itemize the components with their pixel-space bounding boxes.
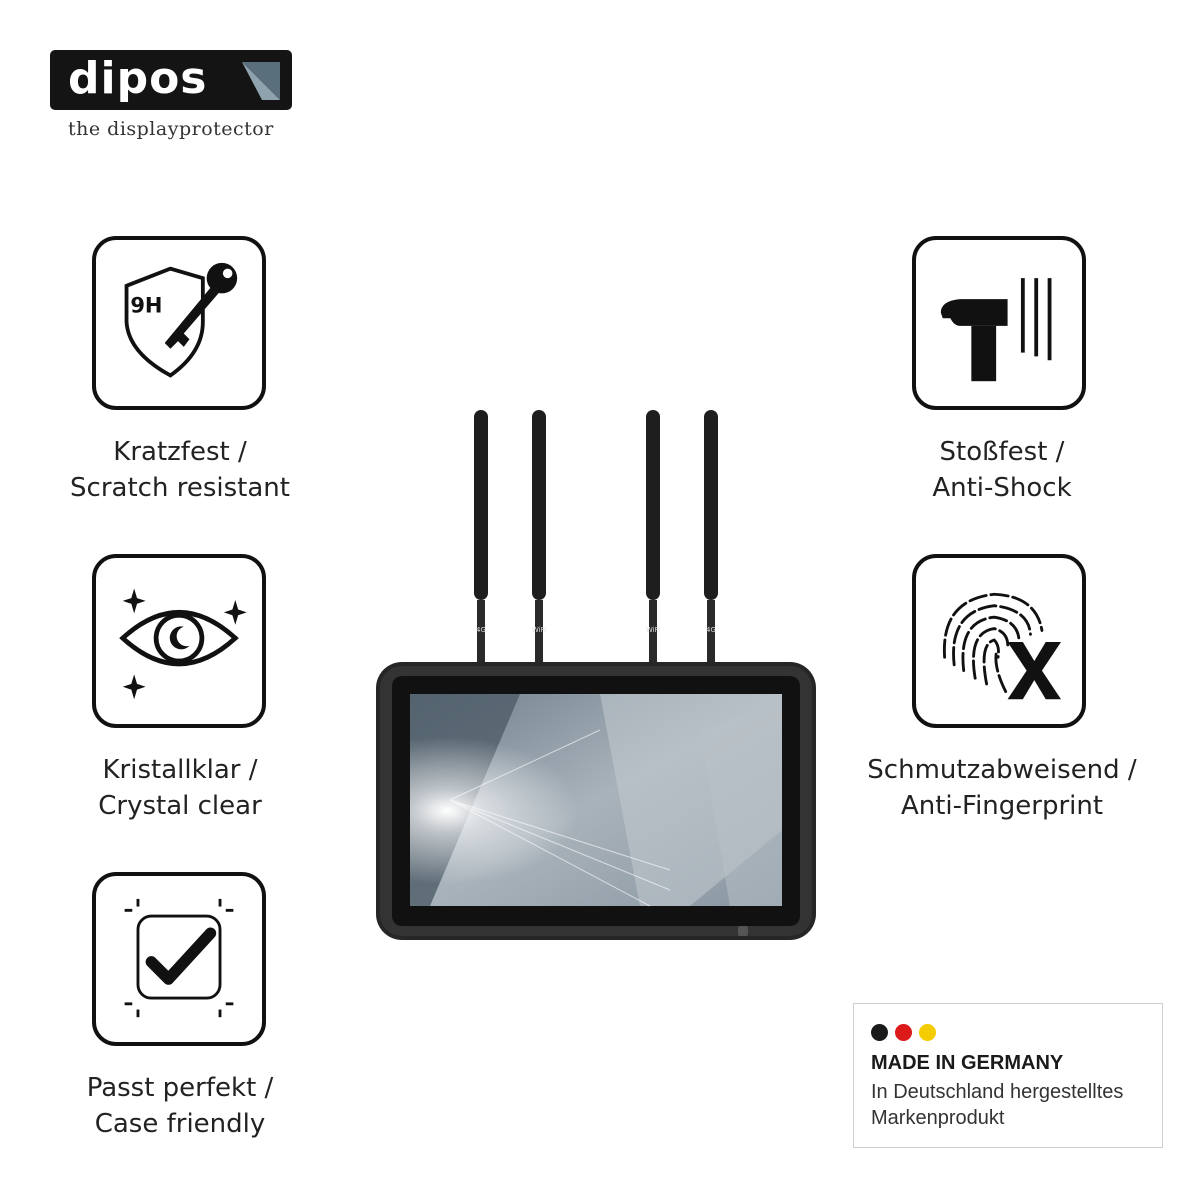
svg-text:4G: 4G (706, 626, 716, 634)
flag-dot-red (895, 1024, 912, 1041)
case-friendly-icon-box (92, 872, 266, 1046)
case-friendly-caption: Passt perfekt / Case friendly (20, 1070, 340, 1142)
antenna-4: 4G (704, 410, 718, 666)
logo-corner-icon (242, 62, 280, 100)
fingerprint-x-icon (942, 592, 1062, 700)
caption-line-1: Kratzfest / (113, 437, 247, 467)
scratch-resistant-caption: Kratzfest / Scratch resistant (20, 434, 340, 506)
anti-shock-caption: Stoßfest / Anti-Shock (842, 434, 1162, 506)
anti-fingerprint-icon-box (912, 554, 1086, 728)
crystal-clear-icon-box (92, 554, 266, 728)
caption-line-2: Scratch resistant (70, 473, 290, 503)
made-in-germany-line-1: In Deutschland hergestelltes (871, 1081, 1124, 1103)
scratch-resistant-icon-box: 9H (92, 236, 266, 410)
logo-name: dipos (68, 53, 208, 104)
made-in-germany-badge: MADE IN GERMANY In Deutschland hergestel… (853, 1003, 1163, 1148)
caption-line-2: Anti-Fingerprint (900, 791, 1104, 821)
logo-tagline: the displayprotector (68, 118, 274, 140)
made-in-germany-line-2: Markenprodukt (871, 1107, 1005, 1129)
shield-key-9h-icon: 9H (124, 262, 238, 378)
flag-dot-gold (919, 1024, 936, 1041)
anti-fingerprint-caption: Schmutzabweisend / Anti-Fingerprint (842, 752, 1162, 824)
made-in-germany-title: MADE IN GERMANY (871, 1052, 1064, 1074)
eye-sparkle-icon (119, 588, 247, 700)
caption-line-1: Passt perfekt / (86, 1073, 274, 1103)
flag-dot-black (871, 1024, 888, 1041)
anti-shock-icon-box (912, 236, 1086, 410)
tablet-device-image: 4G WiFi WiFi 4G (376, 410, 816, 940)
caption-line-1: Stoßfest / (939, 437, 1065, 467)
svg-text:WiFi: WiFi (532, 626, 546, 634)
antenna-1: 4G (474, 410, 488, 666)
antenna-3: WiFi (646, 410, 660, 666)
svg-text:4G: 4G (476, 626, 486, 634)
caption-line-2: Anti-Shock (932, 473, 1072, 503)
crystal-clear-caption: Kristallklar / Crystal clear (20, 752, 340, 824)
svg-text:WiFi: WiFi (646, 626, 660, 634)
antenna-2: WiFi (532, 410, 546, 666)
brand-logo (50, 50, 292, 110)
caption-line-1: Kristallklar / (102, 755, 258, 785)
caption-line-2: Crystal clear (98, 791, 262, 821)
caption-line-2: Case friendly (94, 1109, 266, 1139)
caption-line-1: Schmutzabweisend / (867, 755, 1137, 785)
hammer-icon (940, 278, 1052, 382)
checkmark-frame-icon (124, 898, 234, 1018)
svg-text:9H: 9H (130, 294, 162, 318)
